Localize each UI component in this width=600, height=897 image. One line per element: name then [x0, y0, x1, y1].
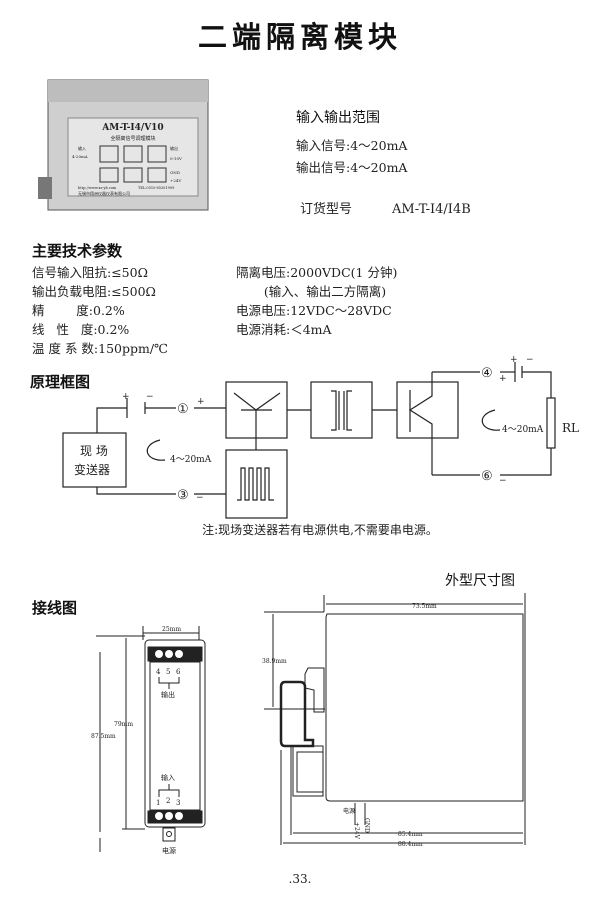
spec-item: (输入、输出二方隔离): [236, 284, 387, 299]
photo-subtitle: 全隔离信号调理模块: [110, 135, 155, 142]
terminal-3: ③: [177, 488, 189, 503]
dim-width-854: 85.4mm: [398, 831, 423, 838]
wiring-height-outer: 87.5mm: [91, 733, 116, 740]
photo-tel: TEL:0510-85301999: [138, 186, 174, 190]
terminal-4-plus: +: [499, 374, 507, 384]
transmitter-line2: 变送器: [74, 462, 110, 477]
transistor-block: [396, 381, 459, 439]
spec-item: 信号输入阻抗:≤50Ω: [32, 265, 148, 280]
block-diagram-note: 注:现场变送器若有电源供电,不需要串电源。: [202, 522, 438, 537]
battery-right-plus: +: [510, 355, 518, 365]
input-signal: 输入信号:4～20mA: [296, 138, 408, 153]
transmitter-line1: 现 场: [80, 444, 108, 458]
spec-item: 线 性 度:0.2%: [32, 322, 130, 337]
photo-out-range: 0-10V: [170, 156, 182, 161]
product-photo: AM-T-I4/V10 全隔离信号调理模块 输入 4-20mA 输出 0-10V…: [38, 79, 209, 211]
spec-item: 精 度:0.2%: [32, 303, 125, 318]
photo-url: http://www.xz-yb.com: [78, 186, 117, 190]
wiring-diagram: 25mm 79mm 87.5mm 4 5 6 输出 输入 1 2 3 电源: [91, 626, 206, 855]
output-signal: 输出信号:4～20mA: [296, 160, 408, 175]
power-label: 电源: [162, 846, 176, 855]
dimension-drawing: 73.5mm 38.9mm 电源 +24V GND 85.4mm 88.4mm: [262, 593, 526, 848]
input-label: 输入: [161, 773, 175, 782]
photo-out: 输出: [170, 145, 178, 151]
terminal-3-minus: −: [196, 493, 204, 503]
terminal-1: 1: [156, 799, 160, 807]
output-label: 输出: [161, 690, 175, 699]
dim-plus24: +24V: [353, 822, 360, 840]
photo-in: 输入: [78, 145, 86, 151]
load-label: RL: [562, 421, 579, 435]
wiring-width: 25mm: [162, 626, 181, 633]
load-resistor: [546, 397, 556, 449]
terminal-6-minus: −: [499, 476, 507, 486]
dim-top-width: 73.5mm: [412, 603, 437, 610]
current-right: 4～20mA: [502, 425, 544, 435]
wiring-heading: 接线图: [32, 599, 78, 617]
terminal-1-plus: +: [197, 397, 205, 407]
terminal-5: 5: [166, 668, 170, 676]
current-loop-right: [481, 409, 501, 431]
terminal-4: 4: [156, 668, 161, 676]
photo-24v: +24V: [170, 178, 181, 183]
block-diagram: 现 场 变送器 + − ① + ③ − 4～20mA ④ + + − ⑥ − 4…: [62, 355, 579, 537]
battery-plus: +: [122, 392, 130, 402]
block-diagram-heading: 原理框图: [30, 373, 91, 391]
spec-item: 温 度 系 数:150ppm/℃: [32, 341, 169, 356]
transmitter-box: [62, 432, 127, 488]
order-model: AM-T-I4/I4B: [392, 202, 471, 217]
dim-height: 38.9mm: [262, 658, 287, 665]
spec-item: 电源电压:12VDC～28VDC: [236, 303, 392, 318]
terminal-1: ①: [177, 402, 189, 417]
spec-item: 输出负载电阻:≤500Ω: [32, 284, 156, 299]
photo-model: AM-T-I4/V10: [101, 123, 163, 133]
photo-company: 无锡市翔洲仪器仪表有限公司: [78, 190, 130, 196]
transformer-block: [310, 381, 373, 439]
terminal-4: ④: [481, 366, 493, 381]
photo-gnd: GND: [170, 170, 180, 175]
battery-minus: −: [146, 392, 154, 402]
dim-gnd: GND: [363, 818, 370, 833]
page-number: .33.: [288, 872, 312, 886]
io-range-heading: 输入输出范围: [296, 110, 380, 126]
wiring-height-inner: 79mm: [114, 721, 133, 728]
terminal-6: ⑥: [481, 469, 493, 484]
spec-item: 隔离电压:2000VDC(1 分钟): [236, 265, 398, 280]
battery-right-minus: −: [526, 355, 534, 365]
oscillator-block: [225, 449, 288, 519]
order-label: 订货型号: [300, 202, 353, 217]
dimensions-heading: 外型尺寸图: [445, 573, 515, 589]
specs-heading: 主要技术参数: [32, 242, 123, 260]
terminal-3: 3: [176, 799, 180, 807]
photo-in-range: 4-20mA: [72, 154, 88, 159]
page-title: 二端隔离模块: [197, 20, 402, 54]
spec-item: 电源消耗:＜4mA: [236, 322, 332, 337]
terminal-2: 2: [166, 797, 170, 805]
current-loop-left: [146, 439, 166, 461]
dim-width-884: 88.4mm: [398, 841, 423, 848]
current-left: 4～20mA: [170, 455, 212, 465]
terminal-6: 6: [176, 668, 181, 676]
dim-power-label: 电源: [343, 807, 355, 815]
